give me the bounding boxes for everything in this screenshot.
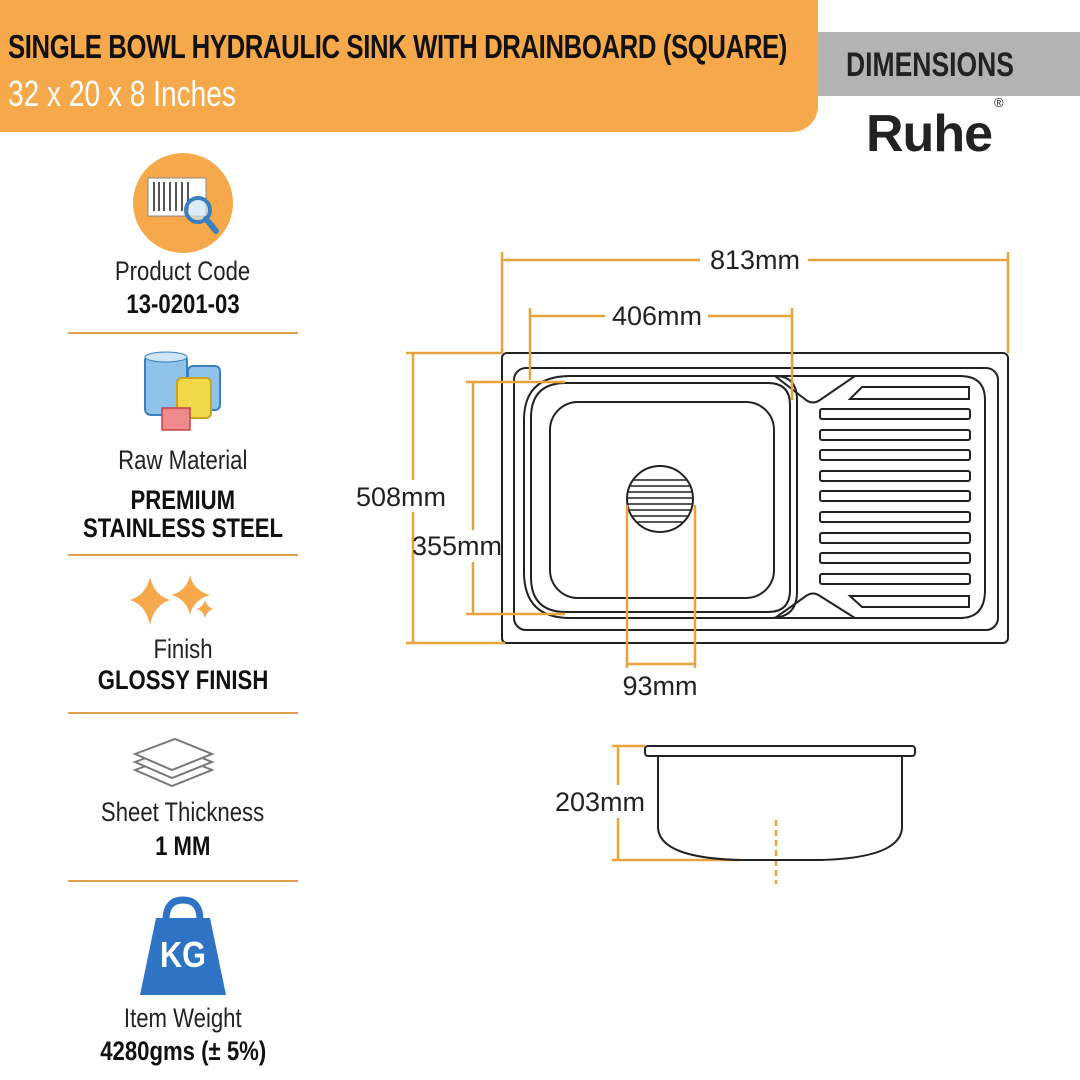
- sink-top-view: [501, 352, 1009, 644]
- dim-overall-length: 813mm: [710, 245, 800, 275]
- spec-label-finish: Finish: [153, 634, 213, 664]
- dim-bowl-length: 406mm: [612, 301, 702, 331]
- spec-value-thickness: 1 MM: [155, 831, 211, 861]
- dimension-lines: [406, 252, 1010, 884]
- drain-icon: [626, 465, 694, 533]
- spec-value-weight: 4280gms (± 5%): [99, 1036, 266, 1066]
- dimensions-label: DIMENSIONS: [846, 46, 1014, 84]
- spec-value-finish: GLOSSY FINISH: [97, 665, 269, 695]
- spec-label-raw-material: Raw Material: [118, 445, 248, 475]
- dim-overall-width: 508mm: [356, 482, 446, 512]
- sparkle-icon: [130, 575, 213, 625]
- divider: [68, 880, 298, 882]
- spec-label-product-code: Product Code: [115, 256, 251, 286]
- material-drums-icon: [144, 351, 221, 431]
- product-size: 32 x 20 x 8 Inches: [8, 73, 236, 114]
- sink-side-view: [644, 745, 916, 861]
- dim-drain-diameter: 93mm: [622, 671, 697, 701]
- spec-value-raw-material-1: PREMIUM: [130, 485, 236, 515]
- barcode-search-icon: [133, 153, 233, 253]
- spec-value-raw-material-2: STAINLESS STEEL: [82, 513, 284, 543]
- dimensions-section-bar: DIMENSIONS: [818, 32, 1080, 96]
- product-title: SINGLE BOWL HYDRAULIC SINK WITH DRAINBOA…: [8, 28, 787, 65]
- dim-bowl-width: 355mm: [412, 531, 502, 561]
- header-banner: SINGLE BOWL HYDRAULIC SINK WITH DRAINBOA…: [0, 0, 818, 132]
- layers-icon: [132, 737, 215, 788]
- divider: [68, 712, 298, 714]
- spec-value-product-code: 13-0201-03: [126, 289, 240, 319]
- brand-logo: Ruhe®: [866, 94, 1004, 163]
- weight-badge: KG: [160, 936, 206, 976]
- divider: [68, 554, 298, 556]
- spec-label-weight: Item Weight: [124, 1003, 242, 1033]
- dim-depth: 203mm: [555, 787, 645, 817]
- spec-label-thickness: Sheet Thickness: [101, 797, 265, 827]
- kettlebell-weight-icon: KG: [140, 896, 226, 995]
- divider: [68, 332, 298, 334]
